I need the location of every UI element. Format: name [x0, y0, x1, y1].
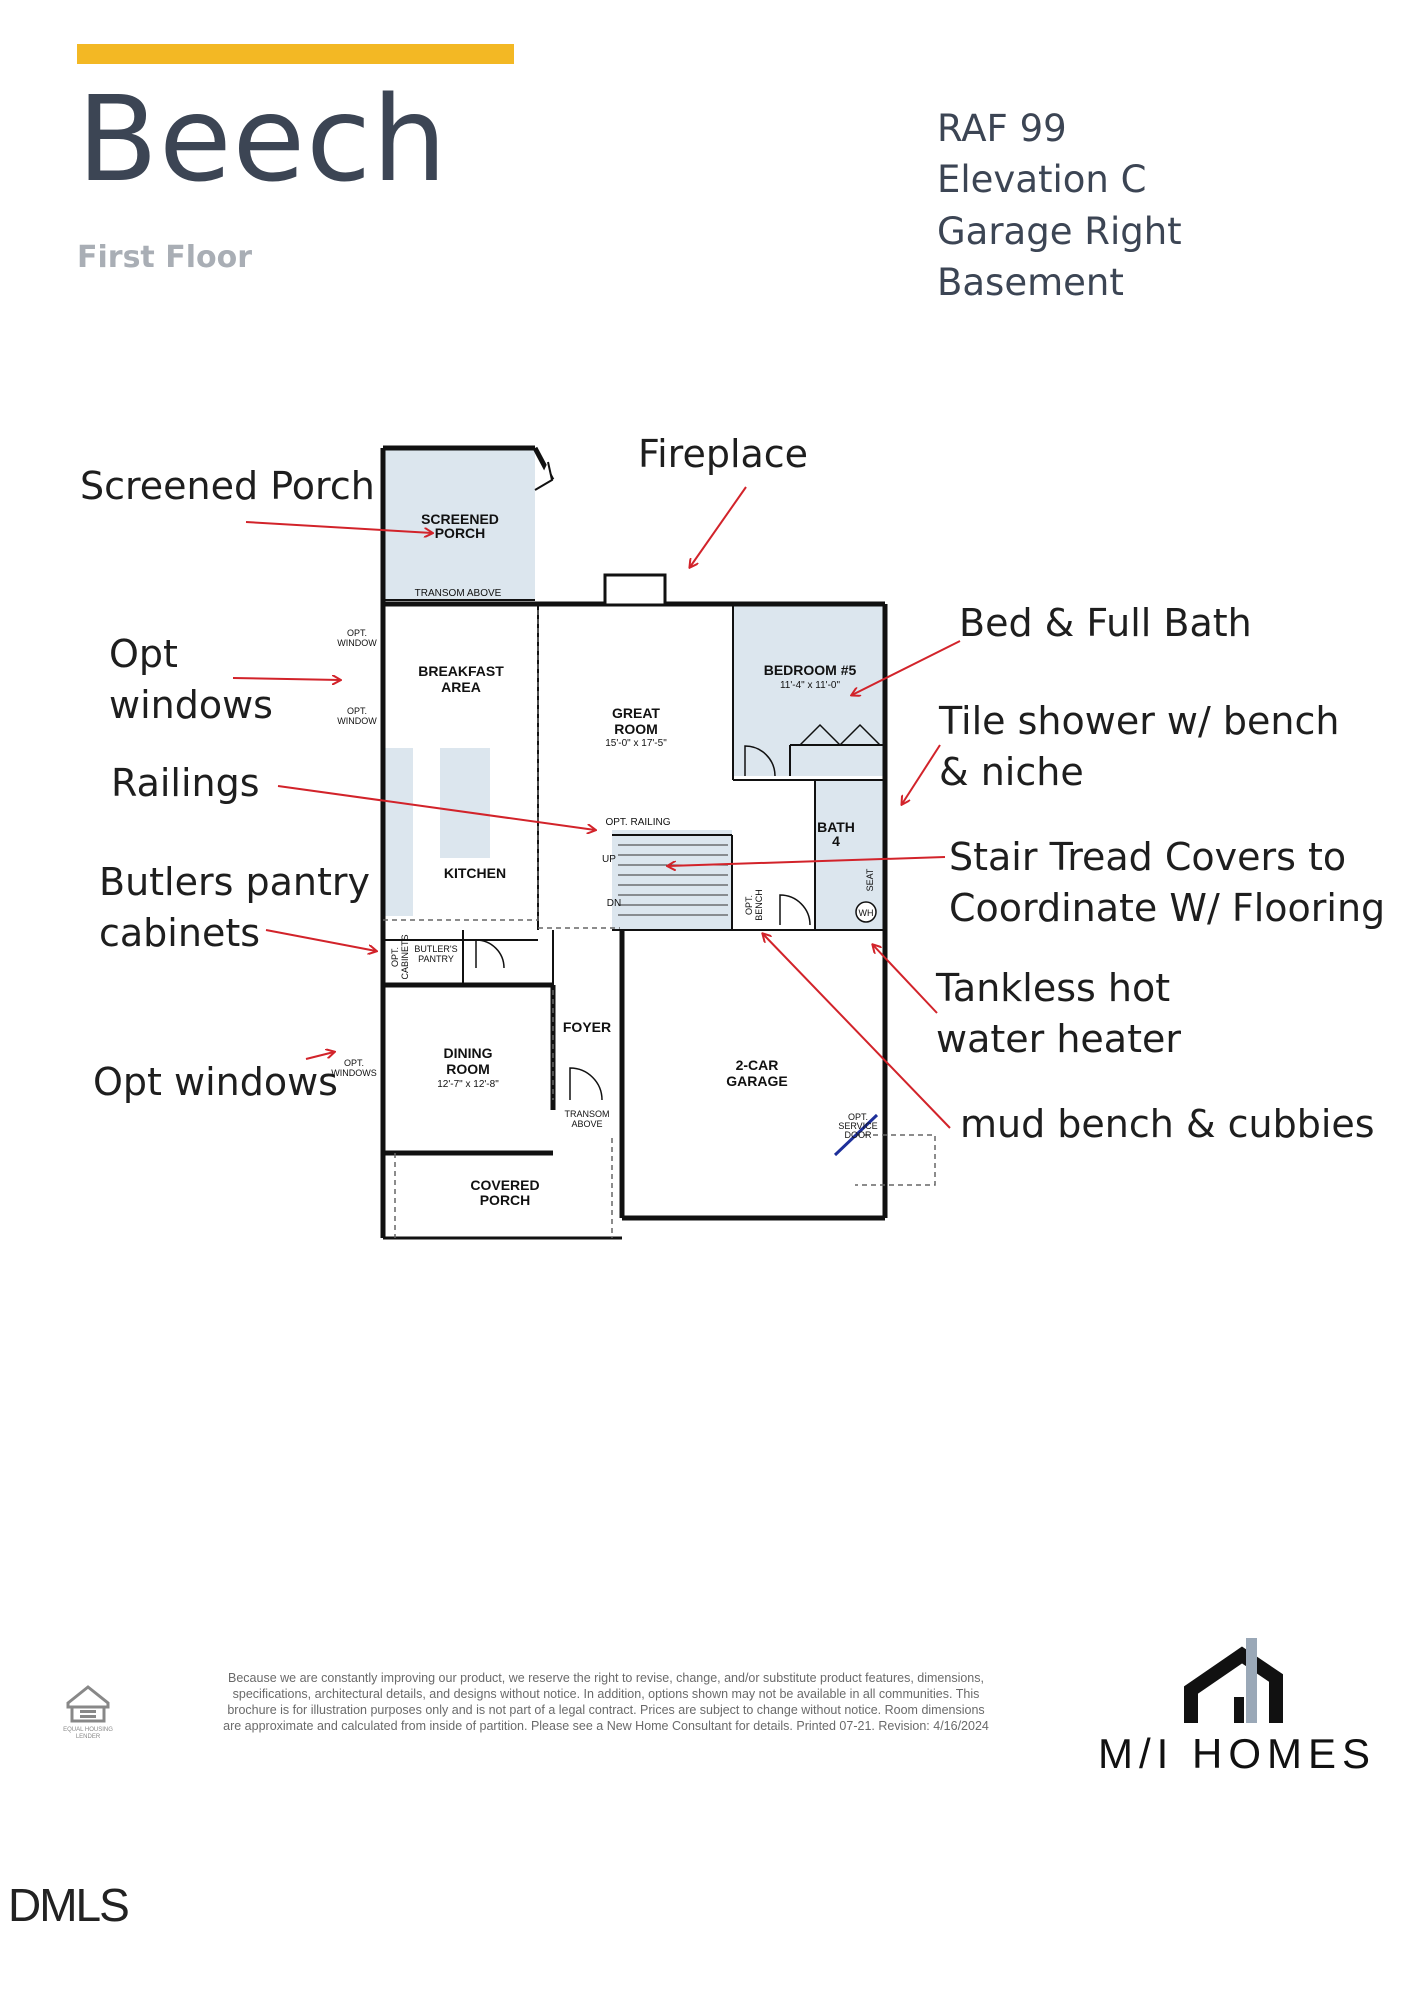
annotation-stair-tread: Stair Tread Covers to [949, 835, 1347, 879]
arrow-opt-windows-2 [305, 1052, 334, 1060]
label-dining: DINING [444, 1045, 493, 1061]
arrow-mud-bench [763, 934, 951, 1129]
annotation-bed-bath: Bed & Full Bath [959, 601, 1252, 645]
closet-doors [799, 723, 881, 746]
label-transom-2: ABOVE [571, 1119, 602, 1129]
label-breakfast: BREAKFAST [418, 663, 504, 679]
arrow-screened-porch [245, 521, 432, 533]
service-door-strike [833, 1113, 879, 1157]
screened-porch-fill [383, 448, 535, 600]
annotation-tankless: Tankless hot [936, 966, 1171, 1010]
mi-homes-logo-mark [1184, 1638, 1283, 1723]
label-opt-railing: OPT. RAILING [605, 817, 670, 828]
label-covered-porch: PORCH [480, 1192, 531, 1208]
dashed-lines [383, 610, 936, 1238]
label-opt-window: OPT. [347, 628, 367, 638]
annotation-butlers: cabinets [99, 911, 261, 955]
label-garage: 2-CAR [736, 1057, 779, 1073]
label-bedroom: BEDROOM #5 [764, 662, 857, 678]
annotation-tile-shower: & niche [939, 750, 1084, 794]
label-bedroom-dim: 11'-4" x 11'-0" [780, 680, 840, 691]
label-bath: BATH [817, 819, 855, 835]
arrow-tankless [873, 945, 938, 1014]
fireplace-box [603, 573, 667, 607]
label-wh: WH [859, 908, 874, 918]
annotation-opt-windows: windows [109, 683, 273, 727]
stair-fill [612, 830, 732, 930]
label-opt-windows: WINDOWS [331, 1068, 377, 1078]
label-great-room: ROOM [614, 721, 658, 737]
annotation-arrows [232, 486, 961, 1129]
arrow-butlers [265, 929, 376, 951]
label-garage: GARAGE [726, 1073, 787, 1089]
label-great-room-dim: 15'-0" x 17'-5" [605, 738, 667, 749]
annotation-opt-windows: Opt [109, 632, 178, 676]
arrow-railings [277, 785, 595, 830]
mi-homes-logo-text: M/I HOMES [1098, 1730, 1377, 1777]
label-opt-window: OPT. [347, 706, 367, 716]
label-screened-porch: SCREENED [421, 511, 499, 527]
arrow-bed-bath [852, 640, 961, 695]
plan-title: Beech [77, 70, 448, 208]
label-opt-cabinets: OPT. [390, 947, 400, 967]
island-fill [440, 748, 490, 858]
label-transom-2: TRANSOM [565, 1109, 610, 1119]
label-kitchen: KITCHEN [444, 865, 506, 881]
label-dining-dim: 12'-7" x 12'-8" [437, 1079, 499, 1090]
arrow-tile-shower [902, 744, 941, 804]
equal-housing-icon [66, 1685, 110, 1723]
kitchen-counter-fill [385, 748, 413, 916]
annotation-butlers: Butlers pantry [99, 860, 370, 904]
floor-subtitle: First Floor [77, 240, 253, 275]
porch-door [534, 461, 554, 491]
accent-bar [77, 44, 514, 64]
label-dining: ROOM [446, 1061, 490, 1077]
arrow-fireplace [690, 486, 747, 567]
label-screened-porch: PORCH [435, 525, 486, 541]
annotation-tankless: water heater [936, 1017, 1181, 1061]
label-covered-porch: COVERED [470, 1177, 539, 1193]
annotation-tile-shower: Tile shower w/ bench [939, 699, 1340, 743]
annotation-railings: Railings [111, 761, 260, 805]
label-butlers-pantry: PANTRY [418, 954, 454, 964]
label-up: UP [602, 854, 616, 865]
spec-line: RAF 99 [937, 107, 1067, 150]
stair-treads [618, 844, 728, 916]
annotation-screened-porch: Screened Porch [80, 464, 375, 508]
label-dn: DN [607, 898, 621, 909]
label-service-door: SERVICE [838, 1121, 877, 1131]
label-breakfast: AREA [441, 679, 481, 695]
label-transom: TRANSOM ABOVE [415, 588, 502, 599]
annotation-mud-bench: mud bench & cubbies [960, 1102, 1375, 1146]
label-butlers-pantry: BUTLER'S [414, 944, 457, 954]
label-seat: SEAT [865, 868, 875, 891]
label-opt-window: WINDOW [337, 638, 377, 648]
annotation-fireplace: Fireplace [638, 432, 809, 476]
label-bath: 4 [832, 833, 840, 849]
label-opt-cabinets: CABINETS [400, 934, 410, 979]
label-opt-windows: OPT. [344, 1058, 364, 1068]
label-foyer: FOYER [563, 1019, 611, 1035]
label-great-room: GREAT [612, 705, 660, 721]
disclaimer: Because we are constantly improving our … [223, 1671, 989, 1733]
annotation-opt-windows-2: Opt windows [93, 1060, 338, 1104]
annotation-stair-tread: Coordinate W/ Flooring [949, 886, 1386, 930]
spec-line: Garage Right [937, 210, 1182, 253]
label-opt-bench: OPT. [744, 895, 754, 915]
label-service-door: DOOR [845, 1130, 873, 1140]
water-heater-symbol [855, 901, 877, 923]
spec-line: Basement [937, 261, 1124, 304]
door-swings [475, 745, 811, 1101]
label-service-door: OPT. [848, 1112, 868, 1122]
arrow-opt-windows [232, 678, 340, 680]
spec-line: Elevation C [937, 158, 1147, 201]
eho-line: LENDER [75, 1734, 101, 1740]
mls-watermark: DMLS [8, 1879, 130, 1931]
arrow-stair-tread [668, 856, 946, 866]
label-opt-window: WINDOW [337, 716, 377, 726]
label-opt-bench: BENCH [754, 889, 764, 921]
eho-text: EQUAL HOUSING LENDER [62, 1727, 114, 1741]
eho-line: EQUAL HOUSING [63, 1727, 113, 1733]
